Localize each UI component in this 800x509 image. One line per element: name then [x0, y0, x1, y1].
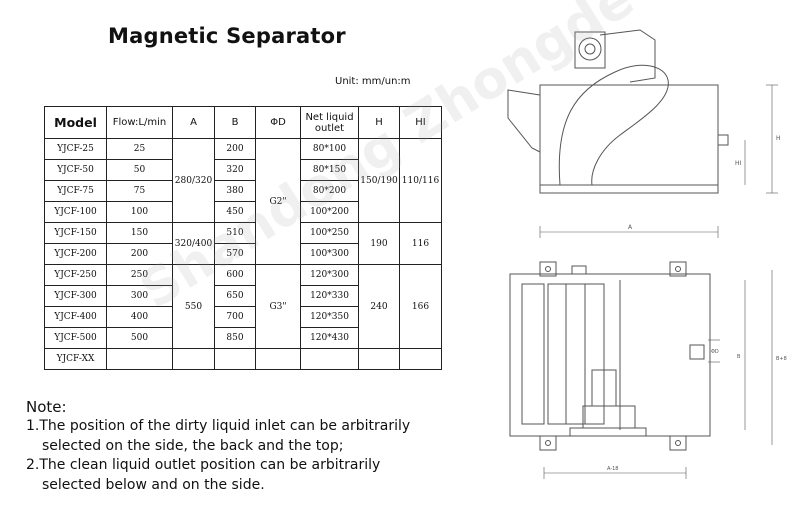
- notes-title: Note:: [26, 398, 67, 416]
- table-row: YJCF-300 300 650 120*330: [44, 285, 442, 307]
- note-2-line-1: 2.The clean liquid outlet position can b…: [26, 457, 381, 474]
- dim-d-label: ΦD: [711, 349, 719, 355]
- table-row: YJCF-XX: [44, 348, 442, 370]
- side-view-drawing: [507, 29, 778, 238]
- inlet-chute: [507, 89, 541, 153]
- cell-d-group: G2": [255, 138, 301, 265]
- notes-section: Note: 1.The position of the dirty liquid…: [26, 398, 496, 495]
- mounting-ear-top-right: [669, 261, 687, 277]
- mounting-ear-top-left: [539, 261, 557, 277]
- gear-motor-base: [582, 405, 636, 429]
- motor-housing: [574, 31, 606, 69]
- cell-a-group: 320/400: [172, 222, 215, 265]
- table-row: YJCF-50 50 320 80*150: [44, 159, 442, 181]
- dim-a-label: A: [628, 224, 633, 231]
- header-d: ΦD: [255, 106, 301, 139]
- unit-label: Unit: mm/un:m: [335, 76, 411, 87]
- drum-roller-left: [521, 283, 545, 425]
- separator-base-plate: [539, 184, 719, 194]
- page-title: Magnetic Separator: [108, 24, 346, 48]
- plan-view-drawing: [509, 261, 773, 479]
- dim-h-label: H: [776, 135, 781, 142]
- motor-pulley: [578, 37, 602, 61]
- dim-b-label: B: [737, 354, 741, 360]
- note-1-line-2: selected on the side, the back and the t…: [42, 437, 344, 454]
- table-row: YJCF-200 200 570 100*300: [44, 243, 442, 265]
- spec-table: Model Flow:L/min A B ΦD Net liquid outle…: [44, 106, 442, 370]
- mounting-ear-bottom-left: [539, 435, 557, 451]
- cell-h-group: 150/190: [358, 138, 400, 223]
- drum-roller-center: [547, 283, 605, 425]
- dim-a18-label: A-18: [607, 466, 618, 472]
- cell-hi-group: 166: [399, 264, 442, 349]
- mounting-ear-bottom-right: [669, 435, 687, 451]
- cell-b: 380: [214, 180, 256, 202]
- cell-b: 570: [214, 243, 256, 265]
- cell-hi-group: [399, 348, 442, 370]
- header-b: B: [214, 106, 256, 139]
- separator-body-outline: [539, 84, 719, 186]
- magnetic-drum-outline: [558, 64, 669, 186]
- note-2-line-2: selected below and on the side.: [42, 476, 265, 493]
- table-row: YJCF-400 400 700 120*350: [44, 306, 442, 328]
- table-row: YJCF-100 100 450 100*200: [44, 201, 442, 223]
- cell-outlet: 120*330: [300, 285, 359, 307]
- header-model: Model: [44, 106, 107, 139]
- table-row: YJCF-75 75 380 80*200: [44, 180, 442, 202]
- note-1-line-1: 1.The position of the dirty liquid inlet…: [26, 418, 411, 435]
- cell-h-group: 240: [358, 264, 400, 349]
- cell-hi-group: 110/116: [399, 138, 442, 223]
- header-hi: HI: [399, 106, 442, 139]
- cell-model: YJCF-XX: [44, 348, 107, 370]
- table-row: YJCF-250 250 550 600 G3" 120*300 240 166: [44, 264, 442, 349]
- plan-outlet-pipe: [689, 344, 705, 360]
- table-row: YJCF-25 25 280/320 200 G2" 80*100 150/19…: [44, 138, 442, 265]
- cell-b: 850: [214, 327, 256, 349]
- dim-hi-label: HI: [735, 160, 742, 167]
- cell-d-group: G3": [255, 264, 301, 349]
- table-header-row: Model Flow:L/min A B ΦD Net liquid outle…: [44, 106, 442, 139]
- dim-b8-label: B+8: [776, 356, 787, 362]
- plan-frame-outline: [509, 273, 711, 437]
- outlet-pipe: [717, 134, 729, 146]
